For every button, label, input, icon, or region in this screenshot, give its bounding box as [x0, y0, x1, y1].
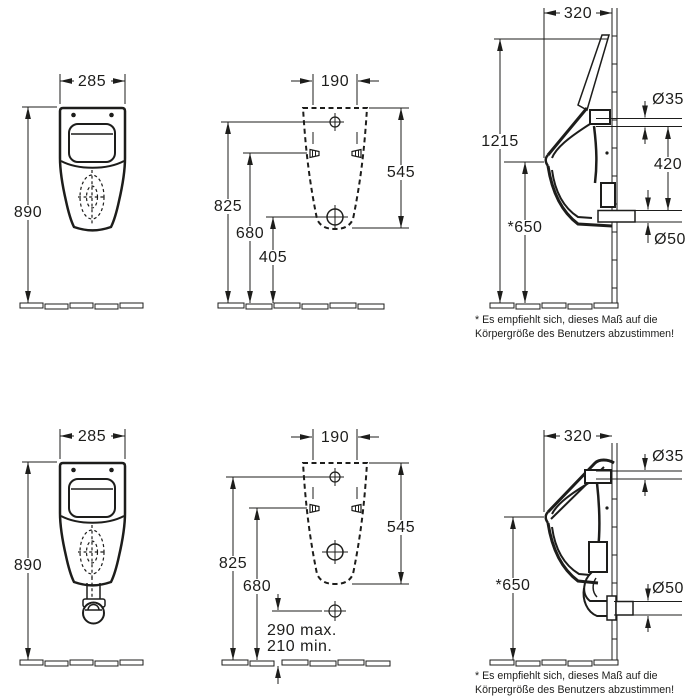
dim-label-rim: *650	[496, 577, 531, 594]
spray-target	[77, 169, 107, 225]
siphon-front	[82, 577, 106, 625]
dim-fixing-680: 680	[234, 152, 307, 303]
water-inlet-mark	[325, 467, 345, 487]
dim-label-height: 890	[14, 557, 42, 574]
outlet-mark	[321, 204, 349, 230]
dim-fixing-680: 680	[241, 507, 307, 660]
siphon-side	[582, 571, 634, 621]
dim-outlet-dia-50: Ø50	[614, 580, 684, 632]
dim-width-285: 285	[59, 428, 126, 459]
footnote-line-2: Körpergröße des Benutzers abzustimmen!	[475, 684, 674, 696]
dim-label-outlet-dia: Ø50	[652, 580, 684, 597]
drain-connection-mark	[323, 600, 347, 622]
wall	[611, 443, 618, 663]
dim-label-width: 285	[78, 73, 106, 90]
dim-depth-320: 320	[543, 5, 612, 158]
view-side-top: 320 1215 *650 Ø35 420	[475, 5, 686, 340]
view-side-bottom: 320 *650 Ø35 Ø50 * Es empfiehlt sich, di…	[475, 428, 684, 696]
footnote-line-1: * Es empfiehlt sich, dieses Maß auf die	[475, 314, 658, 326]
dim-spud-190: 190	[291, 73, 379, 105]
floor-tiles	[221, 659, 391, 667]
dim-label-overall: 1215	[481, 133, 519, 150]
dim-label-outlet: 405	[259, 249, 287, 266]
dim-label-outlet-dia: Ø50	[654, 231, 686, 248]
dim-label-fixing: 680	[236, 225, 264, 242]
dim-label-height: 890	[14, 204, 42, 221]
spray-target	[77, 524, 107, 580]
dim-spud-190: 190	[291, 429, 379, 460]
floor-tiles	[19, 659, 144, 667]
dim-inlet-dia-35: Ø35	[596, 448, 684, 496]
view-front-bottom: 285 890	[12, 428, 144, 667]
wall-fixing-marks	[309, 486, 362, 514]
floor-tiles	[217, 302, 385, 310]
dim-overall-1215: 1215	[478, 38, 608, 303]
water-inlet-mark	[325, 112, 345, 132]
wall	[611, 8, 618, 308]
wall-fixing-marks	[309, 131, 362, 159]
floor-tiles	[489, 659, 619, 667]
dim-label-body: 545	[387, 519, 415, 536]
floor-tiles	[489, 302, 619, 310]
dim-height-890: 890	[12, 106, 57, 303]
dim-label-spud: 190	[321, 429, 349, 446]
dim-label-spud: 190	[321, 73, 349, 90]
dim-outlet-dia-50: Ø50	[598, 190, 686, 248]
dim-inlet-825: 825	[217, 476, 328, 660]
view-rear-bottom: 190 545 825 680 290 max. 210 min.	[217, 429, 417, 684]
floor-tiles	[19, 302, 144, 310]
dim-label-drain-max: 290 max.	[267, 622, 337, 639]
dim-width-285: 285	[59, 73, 126, 104]
dim-label-inlet: 825	[214, 198, 242, 215]
dim-inlet-dia-35: Ø35	[596, 91, 684, 144]
view-rear-top: 190 545 825 680 405	[212, 73, 417, 310]
dim-inlet-825: 825	[212, 121, 328, 303]
dim-rim-650: *650	[504, 161, 545, 303]
dim-label-span: 420	[654, 156, 682, 173]
dim-label-depth: 320	[564, 428, 592, 445]
urinal-side-profile	[544, 34, 636, 228]
dim-label-inlet: 825	[219, 555, 247, 572]
dim-label-inlet-dia: Ø35	[652, 448, 684, 465]
dim-label-body: 545	[387, 164, 415, 181]
dim-body-545: 545	[352, 107, 417, 229]
outlet-mark	[321, 539, 349, 565]
dim-label-rim: *650	[508, 219, 543, 236]
dim-depth-320: 320	[543, 428, 612, 512]
dim-outlet-405: 405	[257, 216, 324, 303]
dim-label-inlet-dia: Ø35	[652, 91, 684, 108]
dim-label-drain-min: 210 min.	[267, 638, 332, 655]
footnote-line-2: Körpergröße des Benutzers abzustimmen!	[475, 328, 674, 340]
dim-label-width: 285	[78, 428, 106, 445]
dim-label-fixing: 680	[243, 578, 271, 595]
view-front-top: 285 890	[12, 73, 144, 310]
urinal-side-profile	[544, 458, 634, 621]
footnote-line-1: * Es empfiehlt sich, dieses Maß auf die	[475, 670, 658, 682]
dim-label-depth: 320	[564, 5, 592, 22]
dim-height-890: 890	[12, 461, 57, 660]
dim-rim-650: *650	[493, 516, 544, 660]
dim-span-420: 420	[652, 127, 685, 210]
dim-drain-range: 290 max. 210 min.	[267, 594, 337, 684]
dim-body-545: 545	[352, 462, 417, 585]
